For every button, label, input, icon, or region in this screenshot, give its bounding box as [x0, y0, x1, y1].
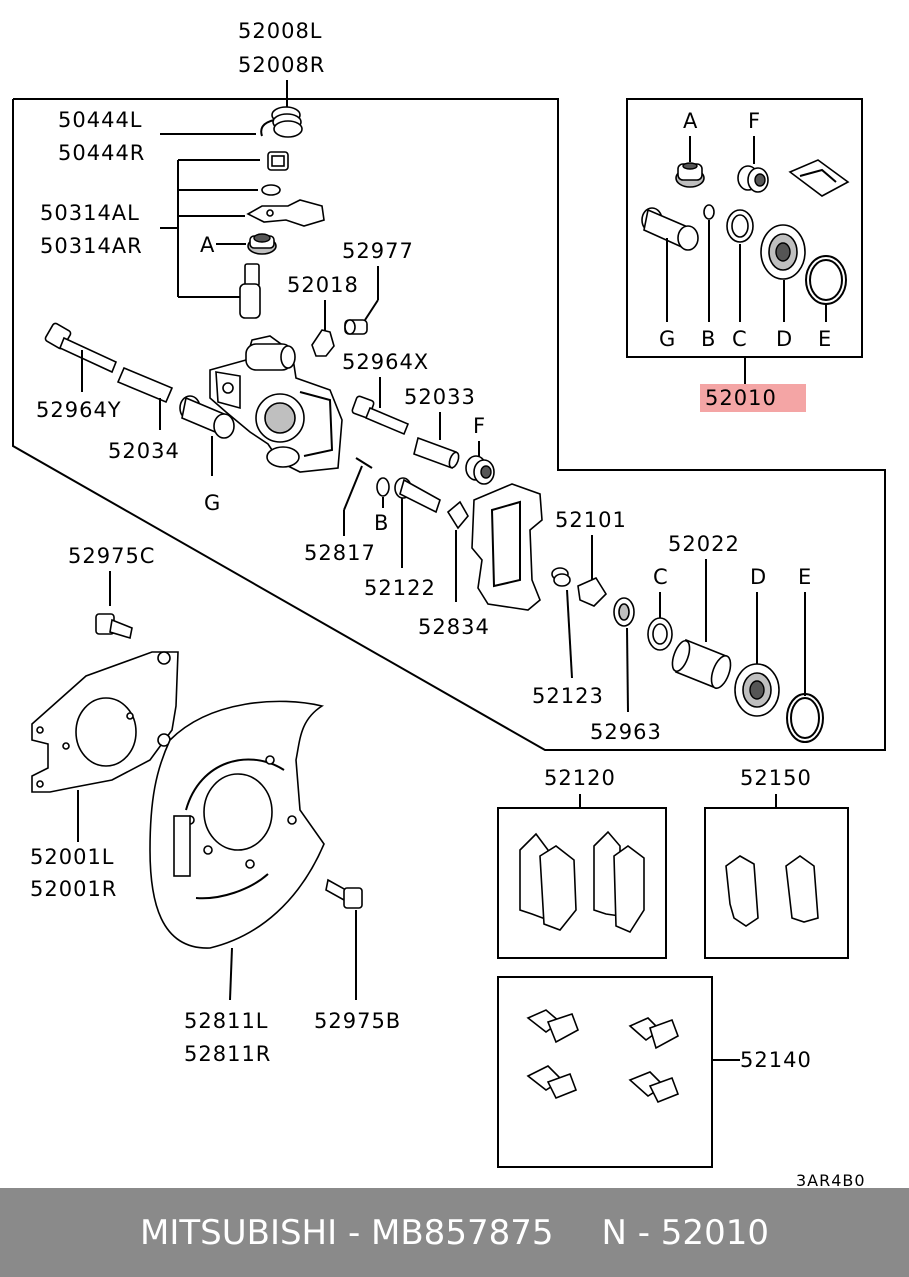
label-52963: 52963: [590, 720, 662, 744]
label-52010: 52010: [705, 386, 777, 410]
pin-g-part: [179, 395, 235, 439]
boot-a-part: [247, 233, 277, 255]
clips-52140-part: [526, 1009, 680, 1104]
label-A-1: A: [200, 233, 215, 257]
footer-bar: MITSUBISHI - MB857875 N - 52010: [0, 1188, 909, 1277]
caliper-bracket-part: [471, 483, 543, 611]
label-52811R: 52811R: [184, 1042, 271, 1066]
boot-d-part: [734, 663, 780, 717]
label-50444L: 50444L: [58, 108, 143, 132]
pads-52120-box: [497, 807, 667, 959]
bolt-52975C-part: [95, 613, 133, 640]
label-F-2: F: [748, 109, 761, 133]
label-52975C: 52975C: [68, 544, 155, 568]
grease-packet-icon: [788, 159, 850, 197]
spring-part: [260, 106, 303, 138]
kit-boot-d-part: [760, 224, 806, 280]
label-50314AR: 50314AR: [40, 234, 143, 258]
label-52001R: 52001R: [30, 877, 117, 901]
footer-reference: N - 52010: [601, 1212, 769, 1253]
label-50314AL: 50314AL: [40, 201, 140, 225]
label-52001L: 52001L: [30, 845, 115, 869]
caliper-body-part: [209, 335, 343, 473]
lever-part: [246, 199, 325, 227]
bolt-52964Y-part: [44, 322, 118, 374]
main-assembly-outline: [12, 98, 886, 751]
label-D-1: D: [750, 565, 767, 589]
bolt-52964X-part: [351, 395, 410, 436]
shims-52150-part: [725, 855, 819, 927]
clip-52834-part: [446, 500, 469, 530]
washer-part: [261, 184, 281, 196]
label-52977: 52977: [342, 239, 414, 263]
label-A-2: A: [683, 109, 698, 133]
label-52122: 52122: [364, 576, 436, 600]
label-B-1: B: [374, 511, 389, 535]
ring-e-part: [786, 693, 824, 743]
brake-pads-52120-part: [519, 830, 645, 934]
label-C-2: C: [732, 327, 748, 351]
kit-boot-a-part: [675, 162, 705, 188]
shims-52150-box: [704, 807, 849, 959]
label-52022: 52022: [668, 532, 740, 556]
spring-52123-part: [551, 567, 571, 587]
label-F-1: F: [473, 414, 486, 438]
brake-parts-diagram: 52010 52008L 52008R 50444L 50444R 50314A…: [12, 19, 886, 1188]
kit-boot-f-part: [737, 165, 769, 193]
ring-b-part: [376, 477, 390, 497]
label-52123: 52123: [532, 684, 604, 708]
bolt-52122-part: [394, 477, 441, 514]
label-52008L: 52008L: [238, 19, 323, 43]
label-52817: 52817: [304, 541, 376, 565]
backing-plate-52811-part: [149, 700, 325, 949]
label-52120: 52120: [544, 766, 616, 790]
label-52101: 52101: [555, 508, 627, 532]
label-52964X: 52964X: [342, 350, 429, 374]
adapter-plate-52001-part: [31, 651, 179, 793]
label-52150: 52150: [740, 766, 812, 790]
highlight-52010: [700, 384, 806, 412]
label-D-2: D: [776, 327, 793, 351]
nut-part: [267, 151, 289, 171]
cap-52977-part: [344, 319, 368, 335]
bleeder-52018-part: [311, 329, 335, 357]
adjuster-bolt-part: [239, 263, 261, 319]
label-50444R: 50444R: [58, 141, 145, 165]
footer-brand: MITSUBISHI - MB857875: [140, 1212, 554, 1253]
label-52008R: 52008R: [238, 53, 325, 77]
label-52811L: 52811L: [184, 1009, 269, 1033]
label-G-2: G: [659, 327, 676, 351]
label-B-2: B: [701, 327, 716, 351]
clips-52140-box: [497, 976, 713, 1168]
label-52834: 52834: [418, 615, 490, 639]
piston-52022-part: [671, 638, 732, 690]
kit-pin-g-part: [641, 207, 699, 251]
kit-ring-b-part: [703, 204, 715, 220]
label-52033: 52033: [404, 385, 476, 409]
label-E-2: E: [818, 327, 832, 351]
label-52975B: 52975B: [314, 1009, 401, 1033]
label-52964Y: 52964Y: [36, 398, 122, 422]
label-C-1: C: [653, 565, 669, 589]
kit-ring-e-part: [805, 255, 847, 305]
bolt-52975B-part: [325, 878, 363, 909]
diagram-code: 3AR4B0: [796, 1171, 866, 1188]
retainer-52101-part: [577, 576, 608, 607]
label-52140: 52140: [740, 1048, 812, 1072]
label-G-1: G: [204, 491, 221, 515]
label-52018: 52018: [287, 273, 359, 297]
sleeve-52034-part: [116, 366, 174, 404]
boot-f-part: [465, 455, 495, 485]
label-E-1: E: [798, 565, 812, 589]
label-52034: 52034: [108, 439, 180, 463]
